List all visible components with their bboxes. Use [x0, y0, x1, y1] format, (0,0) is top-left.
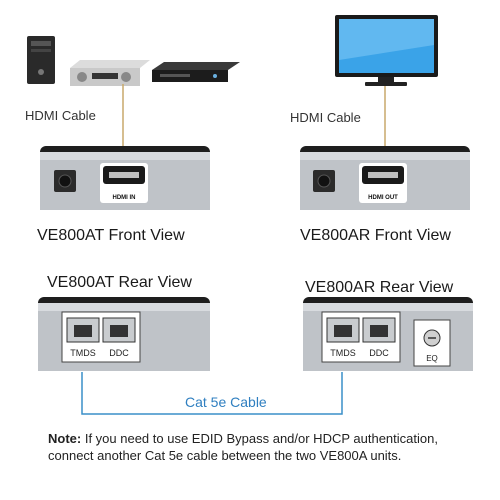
cat5e-cable-label: Cat 5e Cable [185, 394, 267, 410]
ve800at-front-view-title: VE800AT Front View [37, 227, 185, 244]
right-tmds-label: TMDS [330, 348, 356, 358]
left-tmds-label: TMDS [70, 348, 96, 358]
ve800at-front-device [40, 146, 210, 210]
ve800ar-rear-device [303, 297, 473, 371]
ve800ar-front-view-title: VE800AR Front View [300, 227, 451, 244]
right-hdmi-cable-label: HDMI Cable [290, 110, 361, 125]
ve800ar-rear-view-title: VE800AR Rear View [305, 279, 454, 296]
note-text: Note: If you need to use EDID Bypass and… [48, 430, 468, 464]
av-receiver-icon [70, 60, 150, 86]
note-body: If you need to use EDID Bypass and/or HD… [48, 431, 438, 463]
hdmi-out-label: HDMI OUT [368, 195, 398, 201]
ve800ar-front-device [300, 146, 470, 210]
dvd-player-icon [152, 62, 240, 82]
left-hdmi-cable-label: HDMI Cable [25, 108, 96, 123]
ve800at-rear-device [38, 297, 210, 371]
cat5e-cable-line [81, 372, 343, 415]
pc-tower-icon [27, 36, 55, 84]
ve800at-rear-view-title: VE800AT Rear View [47, 274, 192, 291]
hdmi-in-label: HDMI IN [113, 195, 136, 201]
right-ddc-label: DDC [369, 348, 389, 358]
note-prefix: Note: [48, 431, 82, 446]
eq-label: EQ [426, 354, 438, 363]
left-ddc-label: DDC [109, 348, 129, 358]
tv-monitor-icon [335, 15, 438, 86]
